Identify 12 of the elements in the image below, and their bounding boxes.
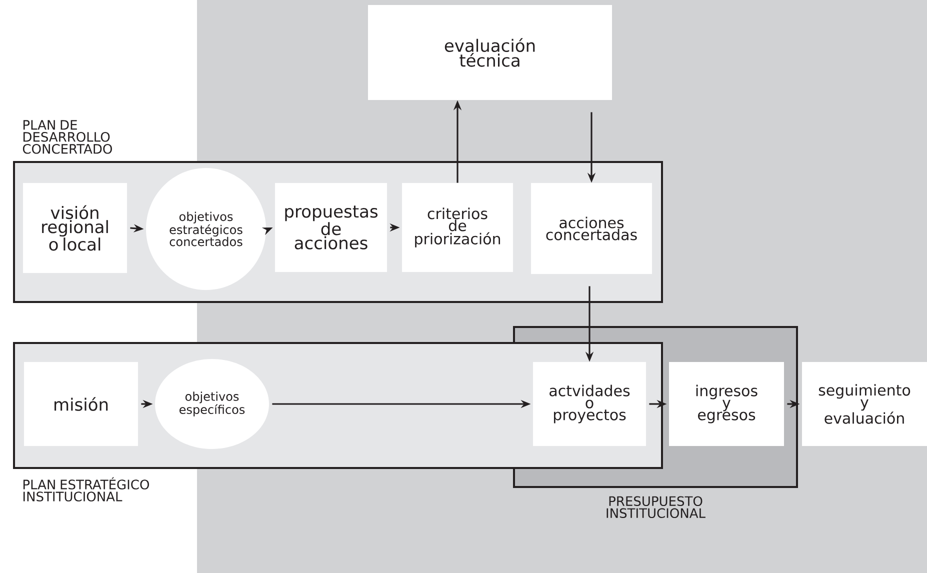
section-heading: PLAN ESTRATÉGICO INSTITUCIONAL xyxy=(23,477,149,502)
section-heading: PLAN DE DESARROLLO CONCERTADO xyxy=(22,120,112,154)
process-box: acciones concertadas xyxy=(531,183,652,274)
process-box: seguimiento y evaluación xyxy=(802,362,927,446)
process-box: propuestas de acciones xyxy=(275,183,387,272)
process-box: misión xyxy=(24,362,138,446)
process-box: ingresos y egresos xyxy=(669,362,784,446)
process-box: criterios de priorización xyxy=(402,183,513,272)
process-box: visión regional o local xyxy=(23,183,127,273)
process-box: evaluación técnica xyxy=(368,5,612,100)
process-box: actvidades o proyectos xyxy=(533,362,646,446)
section-heading: PRESUPUESTO INSTITUCIONAL xyxy=(606,496,706,518)
